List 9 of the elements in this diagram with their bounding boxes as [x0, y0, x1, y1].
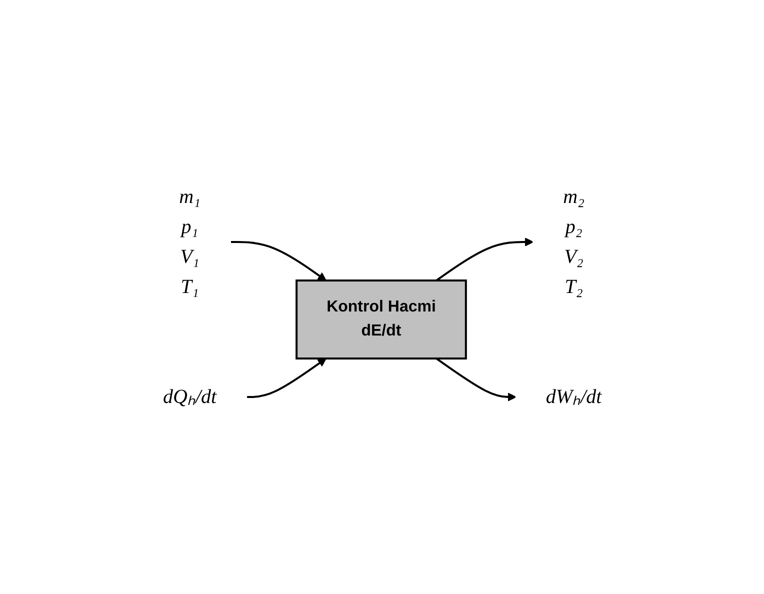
arrow [230, 241, 326, 281]
node-text: m₁ p₁ V₁ T₁ [178, 186, 200, 298]
arrow [436, 238, 534, 282]
node-text: m₂ p₂ V₂ T₂ [562, 186, 584, 298]
node-text: dQₕ/dt [162, 386, 216, 408]
arrow [246, 358, 326, 398]
arrow [436, 358, 516, 402]
node-box: Kontrol Hacmi dE/dt [295, 280, 467, 360]
node-text: dWₕ/dt [546, 386, 602, 408]
